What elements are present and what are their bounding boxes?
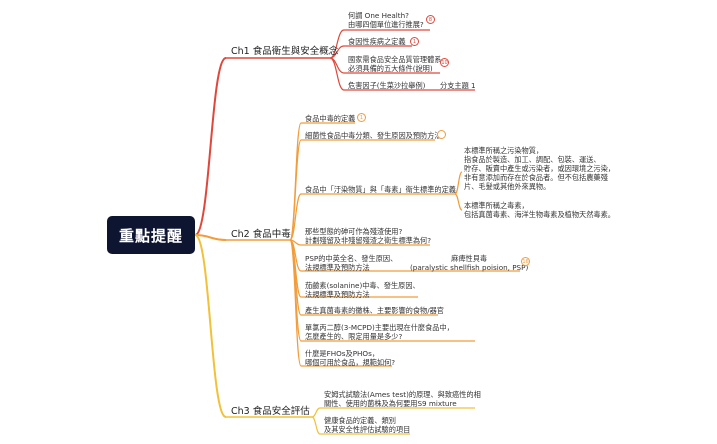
ch2-detail-toxin: 本標準所稱之毒素， 包括真菌毒素、海洋生物毒素及植物天然毒素。: [464, 201, 615, 219]
root-to-ch2-link: [194, 234, 227, 241]
ch1-item-foodborne-disease[interactable]: 食因性疾病之定義: [348, 37, 406, 46]
ch1-item-quality-system[interactable]: 國家需食品安全品質管理體系 必須具備的五大條件(說明): [348, 55, 442, 73]
ch2-item-mycotoxin[interactable]: 產生真菌毒素的黴株、主要影響的食物/器官: [305, 306, 444, 315]
ch2-item-fhos-phos[interactable]: 什麼是FHOs及PHOs， 哪個可用於食品，規範如何?: [305, 349, 396, 367]
ch2-branch-6: [289, 239, 438, 316]
ch2-item-food-poisoning-def[interactable]: 食品中毒的定義: [305, 114, 356, 123]
root-to-ch3-link: [194, 234, 227, 418]
chapter-2-label[interactable]: Ch2 食品中毒: [231, 229, 291, 240]
ch2-detail-toxin-link: [454, 193, 463, 211]
chapter-3-label[interactable]: Ch3 食品安全評估: [231, 406, 310, 417]
ch1-subtopic-1[interactable]: 分支主題 1: [440, 81, 476, 90]
ch2-psp-fullname: 麻痺性貝毒 (paralystic shellfish poision, PSP…: [410, 254, 529, 272]
root-label: 重點提醒: [118, 226, 183, 245]
ch2-item-food-poisoning-def-badge: 1: [357, 113, 366, 122]
ch1-branch-3: [329, 57, 436, 91]
ch1-item-hazard-factors[interactable]: 危害因子(生菜沙拉舉例): [348, 81, 426, 90]
ch2-item-3mcpd[interactable]: 單氯丙二醇(3-MCPD)主要出現在什麼食品中， 怎麼產生的、限定用量是多少?: [305, 323, 454, 341]
ch2-branch-2: [289, 193, 455, 241]
ch1-item-one-health-badge: 8: [426, 15, 435, 24]
ch2-item-solanine[interactable]: 茄鹼素(solanine)中毒、發生原因、 法規標準及預防方法: [305, 281, 420, 299]
ch2-branch-1: [289, 139, 435, 241]
ch2-detail-contaminant: 本標準所稱之污染物質， 指食品於製造、加工、調配、包裝、運送、 貯存、販賣中產生…: [464, 146, 615, 191]
ch2-item-bacterial-poisoning[interactable]: 細菌性食品中毒分類、發生原因及預防方法: [305, 131, 442, 140]
ch2-item-arsenic[interactable]: 那些型態的砷可作為殘渣使用? 計劃殘留及非殘留殘渣之衛生標準為何?: [305, 227, 432, 245]
ch2-item-psp[interactable]: PSP的中英全名、發生原因、 法規標準及預防方法: [305, 254, 398, 272]
root-node[interactable]: 重點提醒: [107, 216, 195, 254]
ch1-item-foodborne-disease-badge: 1: [410, 37, 419, 46]
ch2-item-bacterial-poisoning-badge: [437, 130, 446, 139]
ch2-branch-8: [289, 239, 392, 367]
chapter-1-label[interactable]: Ch1 食品衛生與安全概念: [231, 46, 339, 57]
ch3-branch-0: [311, 407, 475, 418]
ch2-item-psp-badge: 16: [521, 257, 530, 266]
ch1-item-one-health[interactable]: 何謂 One Health? 由哪四個單位進行推展?: [348, 11, 424, 29]
ch3-branch-1: [311, 416, 410, 435]
ch3-item-health-food[interactable]: 健康食品的定義、類別 及其安全性評估試驗的項目: [324, 416, 411, 434]
ch3-item-ames-test[interactable]: 安姆式試驗法(Ames test)的原理、與致癌性的相 關性、使用的菌株及為何要…: [324, 390, 481, 408]
ch1-item-quality-system-badge: 10: [440, 58, 449, 67]
ch2-detail-contaminant-link: [454, 171, 463, 195]
ch1-branch-1: [329, 45, 412, 59]
ch2-item-contaminant-toxin-def[interactable]: 食品中「汙染物質」與「毒素」衛生標準的定義: [305, 185, 456, 194]
root-to-ch1-link: [194, 57, 227, 236]
